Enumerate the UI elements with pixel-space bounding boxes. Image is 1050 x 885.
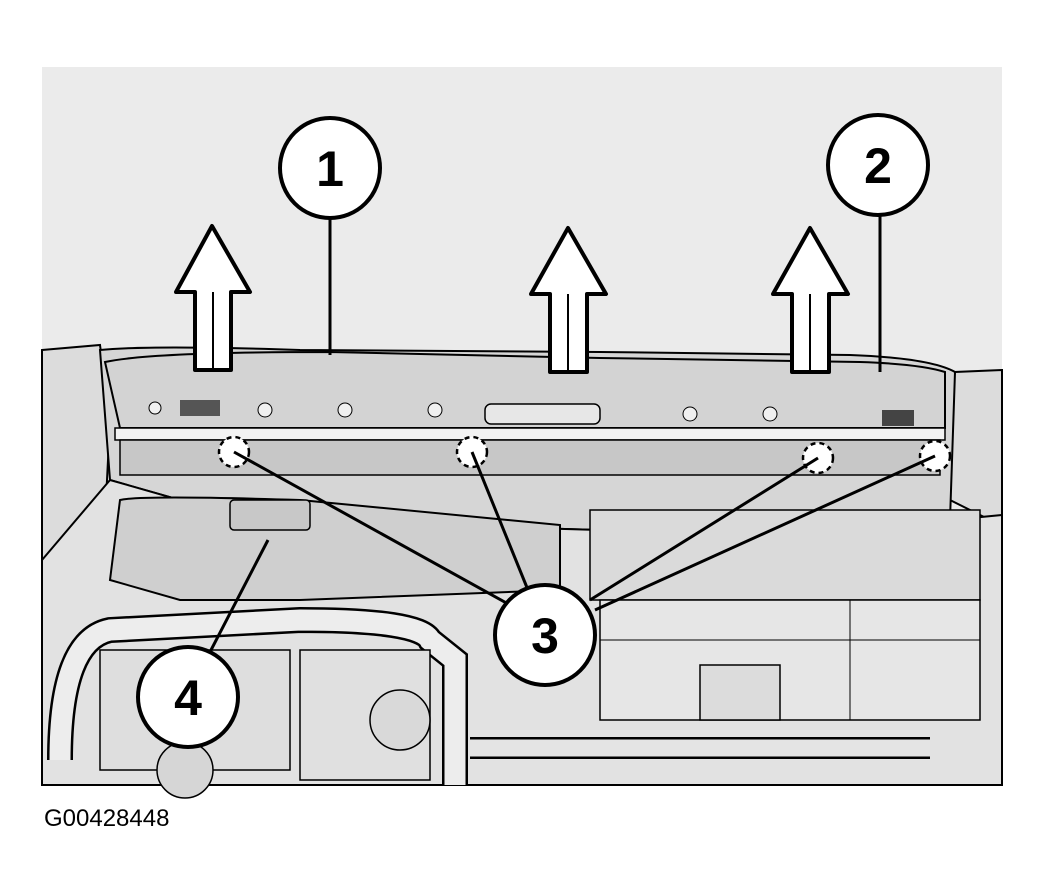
callout-1-label: 1 xyxy=(316,141,344,197)
trim-slot xyxy=(180,400,220,416)
cover-tab xyxy=(229,499,311,531)
trim-slot xyxy=(882,410,914,426)
trim-hole xyxy=(762,406,778,422)
leader-line xyxy=(233,450,511,607)
engine-part xyxy=(369,689,431,751)
callout-3: 3 xyxy=(493,583,597,687)
leader-line xyxy=(470,451,532,596)
callout-2: 2 xyxy=(826,113,930,217)
leader-line xyxy=(589,456,819,602)
callout-2-label: 2 xyxy=(864,138,892,194)
trim-hole xyxy=(427,402,443,418)
trim-slot xyxy=(484,403,601,425)
cover-component xyxy=(108,496,561,601)
bulkhead-block xyxy=(599,599,981,721)
callout-1: 1 xyxy=(278,116,382,220)
trim-hole xyxy=(148,401,162,415)
hose xyxy=(49,609,466,785)
trim-hole xyxy=(257,402,273,418)
trim-hole xyxy=(337,402,353,418)
leader-line xyxy=(594,454,936,612)
engine-part xyxy=(156,741,214,799)
callout-4: 4 xyxy=(136,645,240,749)
bulkhead-block xyxy=(699,664,781,721)
leader-line xyxy=(208,539,270,653)
callout-4-label: 4 xyxy=(174,670,202,726)
trim-hole xyxy=(682,406,698,422)
figure-code: G00428448 xyxy=(44,805,170,832)
callout-3-label: 3 xyxy=(531,608,559,664)
